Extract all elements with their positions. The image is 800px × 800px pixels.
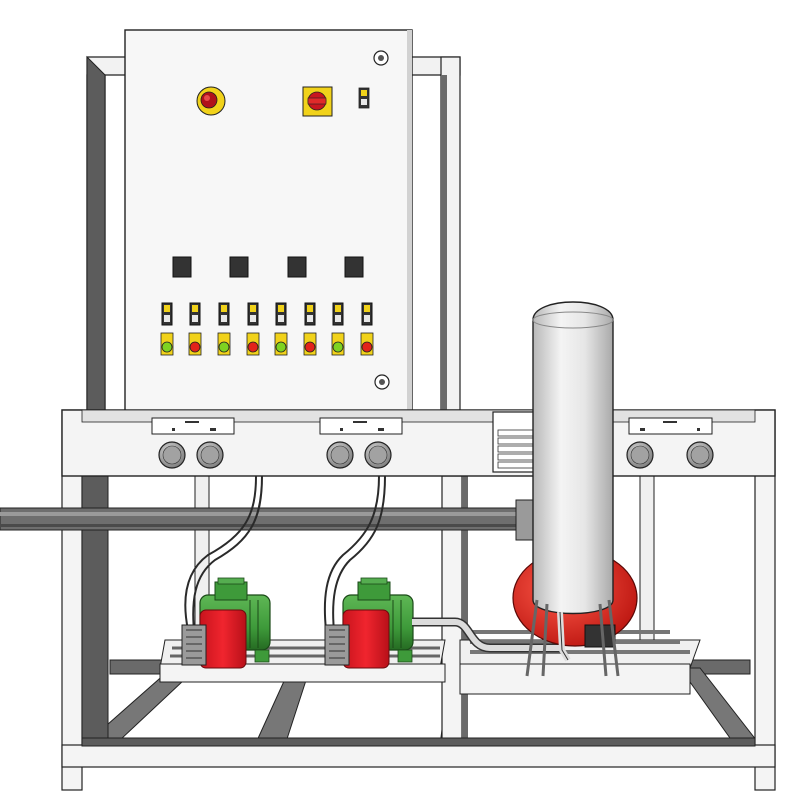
indicator-lamp-5	[274, 332, 288, 356]
indicator-lamp-6	[303, 332, 317, 356]
door-lock-top[interactable]	[373, 50, 389, 66]
power-indicator	[358, 87, 370, 109]
control-cabinet	[124, 29, 413, 413]
selector-button-3[interactable]	[287, 256, 307, 278]
indicator-lamp-2	[188, 332, 202, 356]
selector-switch-8[interactable]	[361, 302, 373, 326]
selector-switch-6[interactable]	[304, 302, 316, 326]
indicator-lamp-3	[217, 332, 231, 356]
centrifugal-pump-2	[324, 577, 414, 669]
selector-switch-7[interactable]	[332, 302, 344, 326]
indicator-panel	[160, 302, 374, 356]
selector-switch-5[interactable]	[275, 302, 287, 326]
blower-stop-knob[interactable]	[686, 441, 714, 469]
blower-panel	[626, 417, 714, 469]
power-cables	[184, 475, 386, 641]
selector-switch-3[interactable]	[218, 302, 230, 326]
indicator-lamp-7	[331, 332, 345, 356]
selector-button-2[interactable]	[229, 256, 249, 278]
selector-switch-1[interactable]	[161, 302, 173, 326]
indicator-lamp-1	[160, 332, 174, 356]
centrifugal-pump-1	[181, 577, 271, 669]
selector-switch-4[interactable]	[247, 302, 259, 326]
main-pipe	[0, 507, 541, 531]
rotary-main-switch[interactable]	[302, 86, 333, 117]
selector-button-4[interactable]	[344, 256, 364, 278]
door-lock-bottom[interactable]	[374, 374, 390, 390]
pump-2-start-knob[interactable]	[326, 441, 354, 469]
pump-1-panel	[151, 417, 235, 469]
blower-start-knob[interactable]	[626, 441, 654, 469]
pump-1-start-knob[interactable]	[158, 441, 186, 469]
pump-2-panel	[319, 417, 403, 469]
pressure-vessel	[525, 301, 620, 677]
selector-switch-2[interactable]	[189, 302, 201, 326]
suction-hose	[412, 617, 560, 653]
pump-2-stop-knob[interactable]	[364, 441, 392, 469]
pump-1-stop-knob[interactable]	[196, 441, 224, 469]
indicator-lamp-8	[360, 332, 374, 356]
rear-frame	[86, 55, 461, 411]
indicator-lamp-4	[246, 332, 260, 356]
selector-button-1[interactable]	[172, 256, 192, 278]
emergency-stop-button[interactable]	[196, 86, 226, 116]
